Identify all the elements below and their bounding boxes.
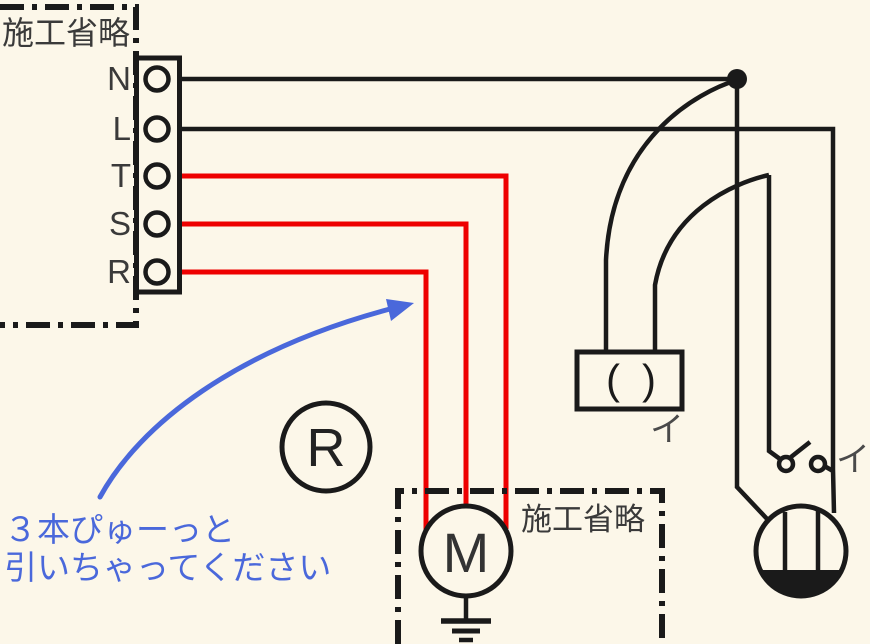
ceiling-rose: ( ) イ [574, 349, 685, 449]
wire-switched-to-ceiling-rose [652, 172, 770, 352]
junction-dot [727, 69, 747, 89]
ceiling-rose-paren-close: ) [642, 356, 656, 403]
motor-region-label: 施工省略 [521, 502, 645, 537]
wire-neutral-to-outlet [734, 82, 771, 523]
motor-label: M [443, 521, 490, 584]
switch-contact-right [808, 454, 828, 474]
wire-red-R [169, 269, 429, 530]
ceiling-rose-body [574, 349, 685, 412]
terminal-N [143, 65, 171, 93]
supply-region-border [0, 4, 139, 328]
terminal-S [143, 210, 171, 238]
terminal-label-L: L [113, 110, 131, 147]
supply-region-label: 施工省略 [2, 15, 130, 51]
terminal-label-S: S [109, 205, 131, 242]
wire-live-switch-tap [824, 465, 835, 473]
outlet-symbol [753, 503, 849, 599]
annotation-arrowhead [386, 299, 414, 321]
ground-symbol [441, 596, 491, 643]
supply-omitted-region: 施工省略 [0, 4, 139, 328]
outlet-filled-segment [760, 570, 842, 597]
switch-blade [789, 440, 812, 459]
lamp-receptacle-body [279, 400, 373, 494]
switch-circuit-label: イ [836, 441, 870, 479]
wire-switch-leg [766, 175, 782, 461]
wire-live-to-outlet [168, 126, 837, 514]
wire-red-S [169, 221, 469, 505]
annotation-arrow-curve [97, 306, 393, 500]
outlet-blade-lines [782, 510, 821, 570]
switch: イ [776, 440, 870, 479]
annotation-line2: 引いちゃってください [4, 549, 331, 586]
terminal-label-T: T [111, 157, 131, 194]
terminal-block: N L T S R [107, 55, 182, 295]
red-wiring [169, 173, 509, 530]
terminal-R [143, 258, 171, 286]
annotation: ３本ぴゅーっと 引いちゃってください [4, 299, 414, 586]
terminal-T [143, 162, 171, 190]
ceiling-rose-paren-open: ( [606, 356, 620, 403]
ceiling-rose-circuit-label: イ [650, 411, 684, 449]
wire-red-T [169, 173, 509, 529]
black-wiring [168, 76, 837, 523]
terminal-label-R: R [107, 253, 131, 290]
annotation-line1: ３本ぴゅーっと [4, 511, 235, 548]
lamp-receptacle: R [279, 400, 373, 494]
terminal-L [143, 115, 171, 143]
motor-omitted-region: 施工省略 M [395, 488, 665, 644]
switch-contact-left [776, 454, 796, 474]
terminal-label-N: N [107, 60, 131, 97]
motor-region-border [395, 488, 665, 644]
wire-neutral-to-ceiling-rose [603, 77, 738, 352]
lamp-receptacle-label: R [307, 418, 346, 478]
